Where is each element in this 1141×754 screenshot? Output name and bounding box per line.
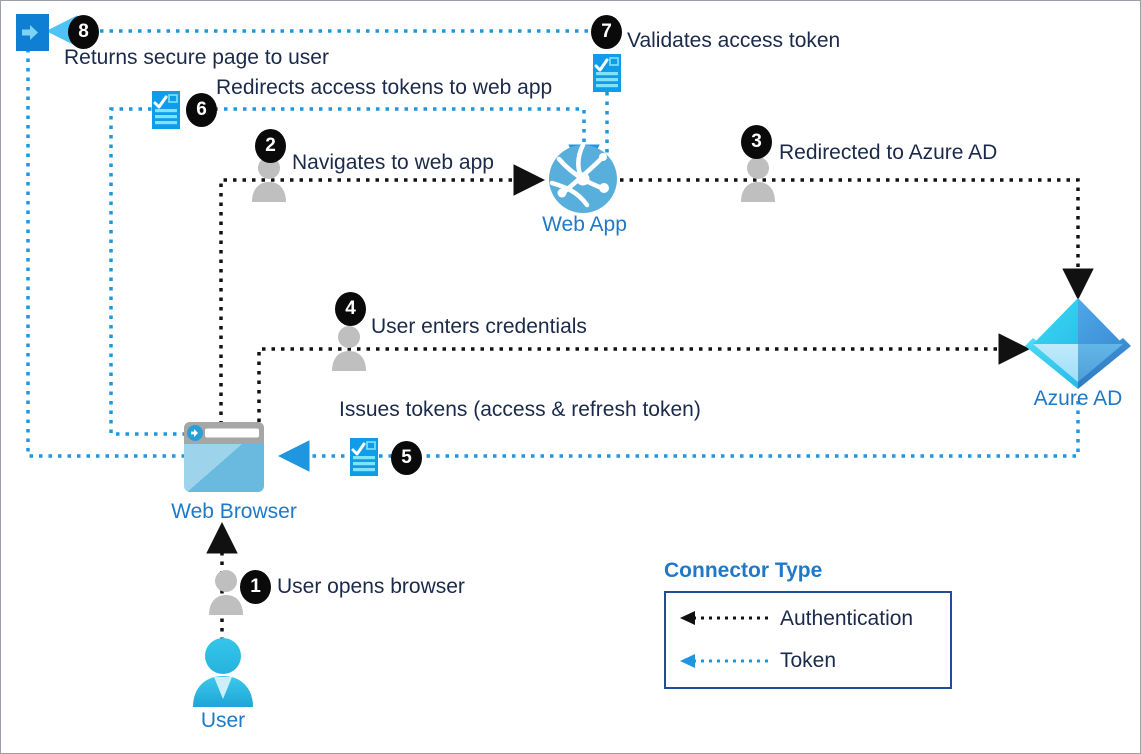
step-badge-4: 4 xyxy=(335,292,366,326)
step-badge-6: 6 xyxy=(186,93,217,127)
web-app-globe-icon xyxy=(547,142,619,215)
step-badge-1: 1 xyxy=(240,570,271,604)
person-icon-step-4 xyxy=(332,326,366,371)
step-badge-2: 2 xyxy=(255,129,286,163)
person-icon-step-3 xyxy=(741,157,775,202)
step-badge-5: 5 xyxy=(391,441,422,475)
wire-step-6 xyxy=(109,107,600,436)
legend-arrow-token-icon xyxy=(680,654,768,668)
user-icon xyxy=(189,637,257,707)
secure-page-icon xyxy=(16,14,49,51)
step-text-2: Navigates to web app xyxy=(292,151,494,174)
step-text-3: Redirected to Azure AD xyxy=(779,141,998,164)
web-app-label: Web App xyxy=(542,213,627,236)
legend-label-token: Token xyxy=(780,649,837,672)
person-icon-step-1 xyxy=(209,570,243,615)
azure-ad-icon xyxy=(1023,294,1133,389)
wire-step-8-return xyxy=(26,49,256,472)
step-text-5: Issues tokens (access & refresh token) xyxy=(339,398,701,421)
step-text-8: Returns secure page to user xyxy=(64,46,329,69)
step-badge-3: 3 xyxy=(741,125,772,159)
step-text-4: User enters credentials xyxy=(371,315,587,338)
web-browser-icon xyxy=(184,422,264,492)
person-icon-step-2 xyxy=(252,157,286,202)
wire-step-4 xyxy=(257,333,1030,441)
wire-step-3 xyxy=(620,178,1094,300)
legend-label-authentication: Authentication xyxy=(780,607,914,630)
user-label: User xyxy=(200,709,246,732)
step-badge-8: 8 xyxy=(68,15,99,49)
web-browser-label: Web Browser xyxy=(171,500,297,523)
legend-title: Connector Type xyxy=(664,559,823,582)
azure-ad-label: Azure AD xyxy=(1033,387,1123,410)
step-badge-7: 7 xyxy=(591,15,622,49)
step-text-6: Redirects access tokens to web app xyxy=(216,76,553,99)
step-text-7: Validates access token xyxy=(627,29,841,52)
token-icon-step-7 xyxy=(593,54,621,92)
step-text-1: User opens browser xyxy=(277,575,465,598)
token-icon-step-6 xyxy=(152,91,180,129)
legend-box xyxy=(664,591,952,689)
legend-arrow-authentication-icon xyxy=(680,611,768,625)
token-icon-step-5 xyxy=(350,438,378,476)
